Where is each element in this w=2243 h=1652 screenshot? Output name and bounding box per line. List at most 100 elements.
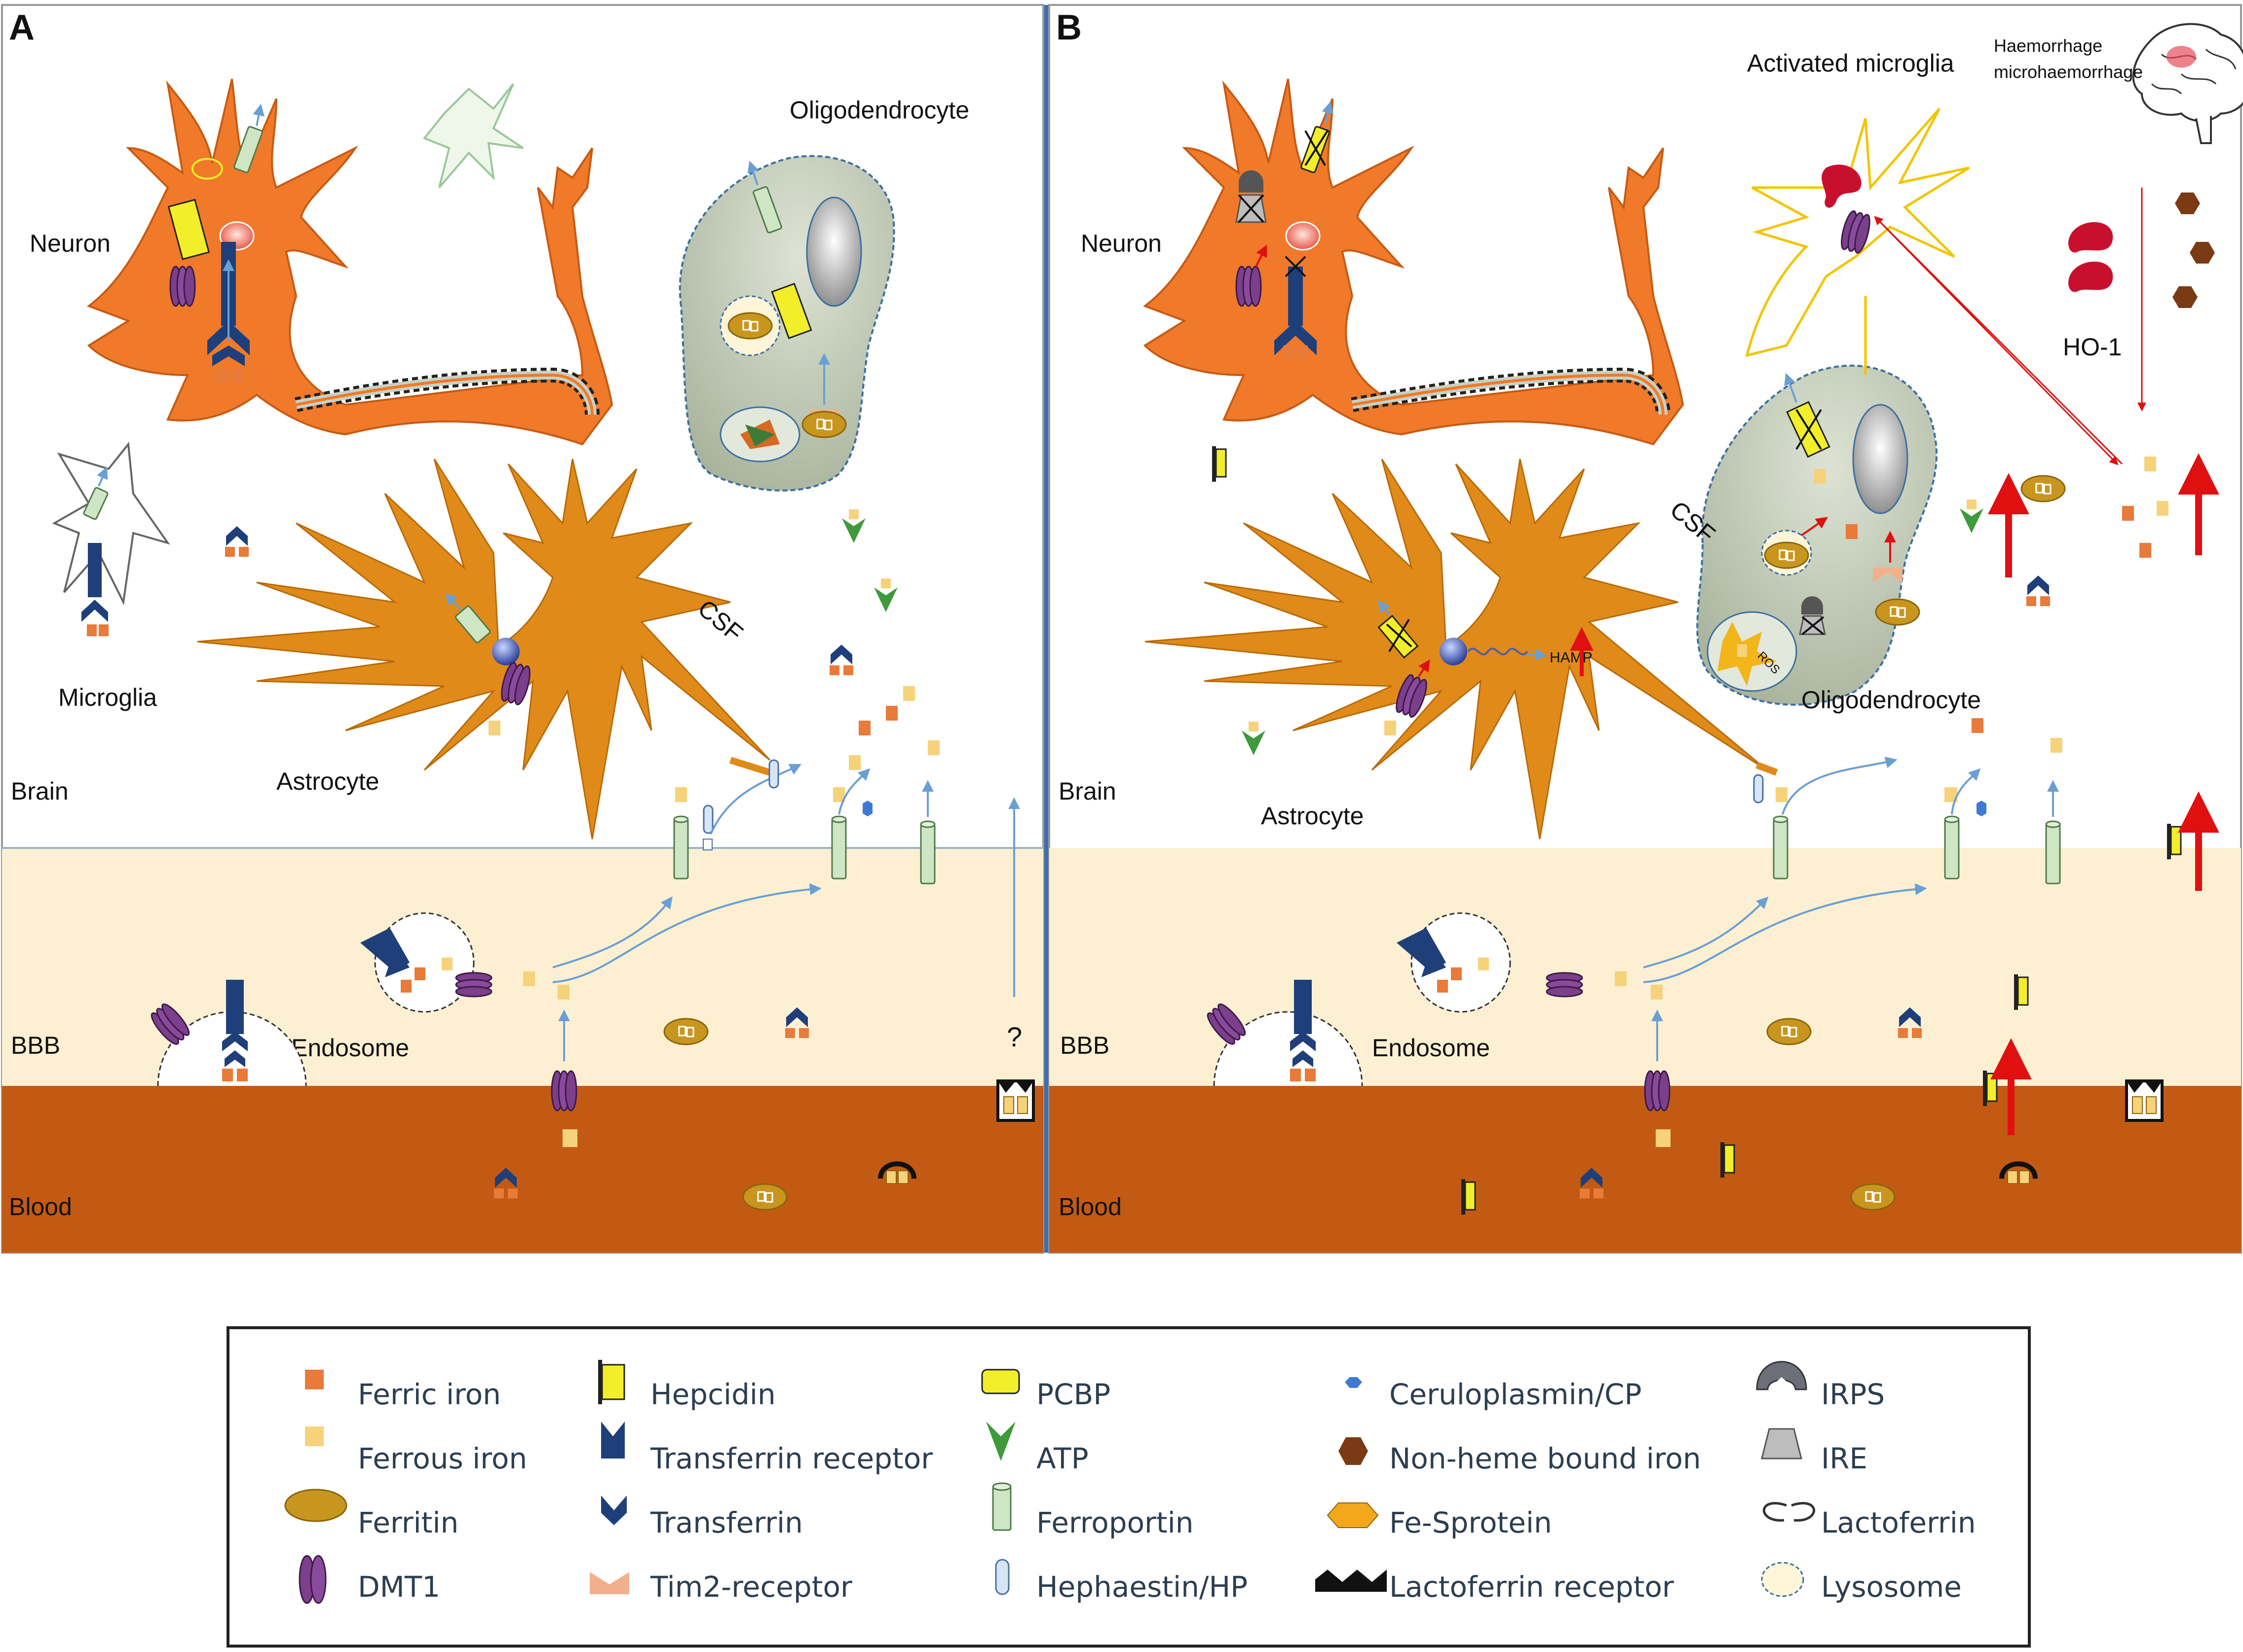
label-neuron: Neuron <box>30 230 111 257</box>
label-haemorrhage: Haemorrhage <box>1994 36 2102 56</box>
dmt1-icon <box>551 1070 577 1112</box>
ferritin-icon <box>663 1018 709 1045</box>
legend-label: Fe-Sprotein <box>1389 1506 1552 1539</box>
label-endosome: Endosome <box>291 1034 409 1062</box>
label-bbb: BBB <box>11 1032 60 1059</box>
label-brain: Brain <box>11 777 69 805</box>
hepcidin-icon <box>1719 1141 1735 1179</box>
legend-label: ATP <box>1036 1442 1089 1475</box>
panel-b: B Neuron <box>1048 4 2243 1254</box>
ferritin-icon <box>1850 1183 1896 1211</box>
legend-label: Lactoferrin <box>1821 1506 1976 1539</box>
legend-label: Non-heme bound iron <box>1389 1442 1701 1475</box>
ire-icon <box>1761 1428 1802 1460</box>
dmt1-icon <box>455 972 493 998</box>
blood-layer <box>1049 1086 2241 1253</box>
ceruloplasmin-icon <box>1345 1377 1362 1388</box>
label-blood: Blood <box>9 1193 72 1221</box>
tim2-receptor-icon <box>590 1572 629 1594</box>
hephaestin-icon <box>768 759 779 789</box>
label-hamp: HAMP <box>1550 650 1593 666</box>
label-activated-microglia: Activated microglia <box>1747 49 1954 77</box>
activated-microglia-cell <box>1745 108 1970 357</box>
legend-label: DMT1 <box>358 1570 440 1604</box>
lysosome-icon <box>1761 1562 1804 1597</box>
neuron-cell <box>1142 78 1684 446</box>
atp-icon <box>986 1421 1016 1461</box>
non-heme-iron-icon <box>1338 1437 1368 1465</box>
hepcidin-icon <box>1460 1178 1476 1216</box>
irps-icon <box>1756 1361 1807 1390</box>
legend-label: Ferroportin <box>1036 1506 1194 1539</box>
lactoferrin-receptor-icon <box>998 1081 1033 1120</box>
legend-label: PCBP <box>1036 1378 1110 1411</box>
blood-layer <box>2 1086 1043 1253</box>
legend-label: Tim2-receptor <box>650 1570 852 1604</box>
hephaestin-icon <box>995 1559 1010 1595</box>
lactoferrin-icon <box>1762 1502 1816 1522</box>
non-heme-iron-icon <box>2172 286 2198 308</box>
panel-letter-b: B <box>1056 8 1082 47</box>
legend-label: Lysosome <box>1821 1570 1962 1604</box>
transferrin-icon <box>601 1496 627 1525</box>
endosome <box>1410 912 1511 1013</box>
brain-icon <box>2132 23 2243 144</box>
oligodendrocyte-cell: ROS <box>1696 296 1938 706</box>
ferritin-icon <box>1766 1018 1812 1045</box>
label-neuron: Neuron <box>1081 230 1162 257</box>
fe-s-protein-icon <box>1327 1502 1379 1528</box>
neuron-cell <box>86 78 613 446</box>
label-endosome: Endosome <box>1372 1034 1490 1062</box>
hepcidin-icon <box>1982 1070 1998 1107</box>
non-heme-iron-icon <box>2190 242 2215 264</box>
legend-label: Ferritin <box>358 1506 458 1539</box>
lactoferrin-receptor-icon <box>2127 1081 2162 1120</box>
dmt1-icon <box>299 1555 327 1604</box>
dmt1-icon <box>1546 972 1583 998</box>
label-question: ? <box>1007 1021 1022 1052</box>
hepcidin-icon <box>1211 445 1227 483</box>
legend-label: Ferrous iron <box>358 1442 527 1475</box>
hepcidin-icon <box>2013 973 2029 1011</box>
label-blood: Blood <box>1059 1193 1122 1221</box>
astrocyte-cell: HAMP <box>1144 459 1778 840</box>
hephaestin-icon <box>703 805 714 834</box>
label-microhaemorrhage: microhaemorrhage <box>1994 62 2143 82</box>
legend-label: Transferrin <box>650 1506 803 1539</box>
hepcidin-icon <box>2166 823 2182 860</box>
ferric-iron-icon <box>305 1370 324 1389</box>
hepcidin-icon <box>598 1360 625 1404</box>
legend-label: Lactoferrin receptor <box>1389 1570 1674 1604</box>
pcbp-icon <box>981 1369 1020 1394</box>
ferritin-icon <box>742 1183 788 1211</box>
ferroportin-icon <box>1944 815 1960 880</box>
endosome <box>374 912 475 1013</box>
resting-microglia <box>422 83 524 189</box>
panel-a: A Neuron <box>1 4 1044 1254</box>
legend-label: IRPS <box>1821 1378 1885 1411</box>
legend-label: Hephaestin/HP <box>1036 1570 1248 1604</box>
label-brain: Brain <box>1059 777 1116 805</box>
panel-letter-a: A <box>9 8 35 47</box>
legend-label: Ferric iron <box>358 1378 501 1411</box>
ferroportin-icon <box>992 1482 1012 1531</box>
label-astrocyte: Astrocyte <box>1261 802 1364 830</box>
legend-label: IRE <box>1821 1442 1867 1475</box>
bbb-layer <box>2 848 1043 1086</box>
non-heme-iron-icon <box>2175 192 2200 214</box>
label-oligodendrocyte: Oligodendrocyte <box>790 96 969 124</box>
legend-label: Transferrin receptor <box>650 1442 933 1475</box>
ferrous-iron-icon <box>305 1426 324 1446</box>
label-oligodendrocyte: Oligodendrocyte <box>1801 686 1981 714</box>
legend-label: Ceruloplasmin/CP <box>1389 1378 1641 1411</box>
ferroportin-icon <box>831 815 847 880</box>
label-bbb: BBB <box>1060 1032 1109 1059</box>
ferroportin-icon <box>2045 820 2061 884</box>
legend: Ferric iron Ferrous iron Ferritin DMT1 H… <box>227 1326 2031 1648</box>
lactoferrin-receptor-icon <box>1315 1570 1387 1592</box>
heme-blob <box>2068 262 2113 292</box>
ferritin-icon <box>284 1489 347 1522</box>
heme-blob <box>2068 222 2113 253</box>
transferrin-receptor-icon <box>601 1421 625 1459</box>
ferroportin-icon <box>1773 815 1788 880</box>
